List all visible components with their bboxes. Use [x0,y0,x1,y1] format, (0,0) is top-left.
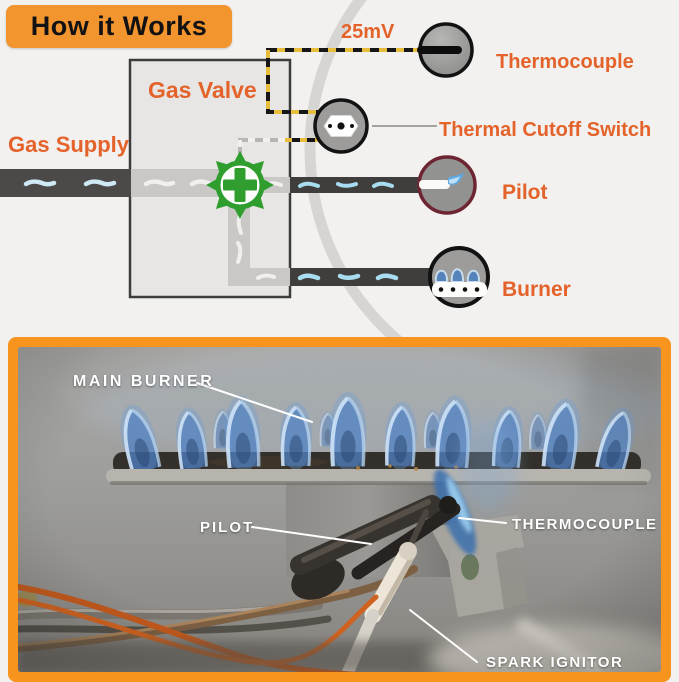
thermocouple-label: Thermocouple [496,51,634,73]
voltage-label: 25mV [341,21,395,43]
pilot-icon [417,155,477,215]
burner-label: Burner [502,278,571,301]
burner-icon [428,246,490,308]
gas-supply-label: Gas Supply [8,132,130,157]
thermocouple-photo-label: THERMOCOUPLE [512,516,658,533]
burner-pipe [290,268,432,286]
photo-frame: MAIN BURNER PILOT THERMOCOUPLE SPARK IGN… [8,337,671,682]
burner-photo-art [18,347,661,672]
thermocouple-wire [266,48,421,114]
main-burner-photo-label: MAIN BURNER [73,373,215,390]
pilot-photo-label: PILOT [200,519,255,536]
title-banner: How it Works [6,5,232,48]
thermal-cutoff-switch-icon [313,98,437,154]
pilot-label: Pilot [502,181,548,204]
burner-photo: MAIN BURNER PILOT THERMOCOUPLE SPARK IGN… [18,347,661,672]
thermocouple-icon [417,22,474,78]
gas-valve-label: Gas Valve [148,77,257,103]
gas-supply-pipe [0,169,131,197]
page-title: How it Works [30,11,208,41]
thermal-cutoff-switch-label: Thermal Cutoff Switch [439,119,652,141]
decorative-arc [304,0,403,337]
pointer-lines [196,382,507,663]
pilot-pipe [290,177,422,193]
spark-ignitor-photo-label: SPARK IGNITOR [486,654,624,671]
schematic-diagram [0,0,490,337]
valve-icon [206,151,274,219]
